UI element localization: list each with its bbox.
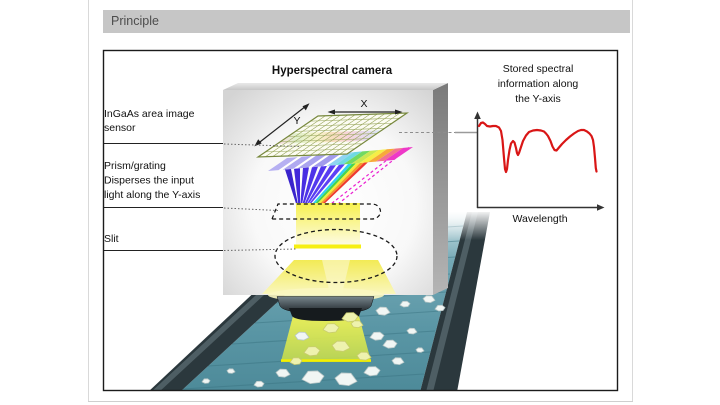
slit-bar (294, 244, 361, 249)
scan-line (281, 359, 371, 362)
leader-lines (103, 132, 455, 251)
svg-text:sensor: sensor (104, 122, 136, 134)
blue-fan (285, 164, 345, 204)
prism-grating-outline (271, 203, 382, 220)
page-edge-right (632, 0, 633, 401)
slit-leader-line (223, 248, 297, 251)
diagram-title: Hyperspectral camera (272, 65, 393, 77)
slit-label: Slit (104, 233, 119, 245)
rainbow-band (268, 147, 413, 171)
belt-rail-right-highlight (426, 212, 478, 390)
spectral-caption: Stored spectral information along the Y-… (498, 63, 579, 105)
rainbow-fan (312, 162, 368, 204)
magenta-dashed-rays (330, 147, 410, 205)
camera-box-side-face (433, 83, 448, 295)
y-dimension-arrow (257, 105, 307, 144)
svg-text:Disperses the input: Disperses the input (104, 175, 194, 187)
section-header-bar: Principle (103, 10, 630, 33)
x-arrow-right-icon (395, 109, 403, 115)
y-axis-label: Y (293, 115, 300, 127)
x-axis-label: X (360, 98, 367, 110)
x-arrow-left-icon (327, 109, 335, 115)
wavelength-label: Wavelength (512, 213, 567, 225)
lens-ellipse-outline (274, 228, 398, 284)
prism-label: Prism/grating Disperses the input light … (104, 160, 200, 201)
projection-beam (281, 316, 371, 362)
x-axis-arrow-icon (597, 204, 605, 211)
spectral-graph (455, 111, 605, 211)
grid-dimension-arrows: X Y (254, 98, 403, 147)
svg-text:InGaAs area image: InGaAs area image (104, 108, 195, 120)
svg-text:Prism/grating: Prism/grating (104, 160, 166, 172)
light-cone-core (322, 260, 350, 294)
spectral-curve (477, 121, 598, 174)
camera-box-top-face (223, 83, 448, 90)
lens-housing-and-projection (201, 288, 446, 388)
dispersion-fan (268, 147, 413, 205)
page-edge-left (88, 0, 89, 401)
y-axis-arrow-icon (474, 111, 481, 119)
internal-beam (296, 203, 360, 247)
section-header-title: Principle (111, 14, 159, 28)
svg-text:Stored spectral: Stored spectral (503, 63, 574, 75)
svg-text:the Y-axis: the Y-axis (515, 93, 561, 105)
crystal-flakes (201, 295, 446, 388)
y-arrow-top-icon (302, 103, 310, 111)
slit-lens-assembly (262, 203, 398, 294)
svg-text:light along the Y-axis: light along the Y-axis (104, 189, 200, 201)
sensor-label: InGaAs area image sensor (104, 108, 195, 134)
page-edge-bottom (88, 401, 633, 402)
figure-frame-border (102, 49, 619, 392)
svg-text:information along: information along (498, 78, 579, 90)
sensor-leader-line (223, 143, 301, 147)
